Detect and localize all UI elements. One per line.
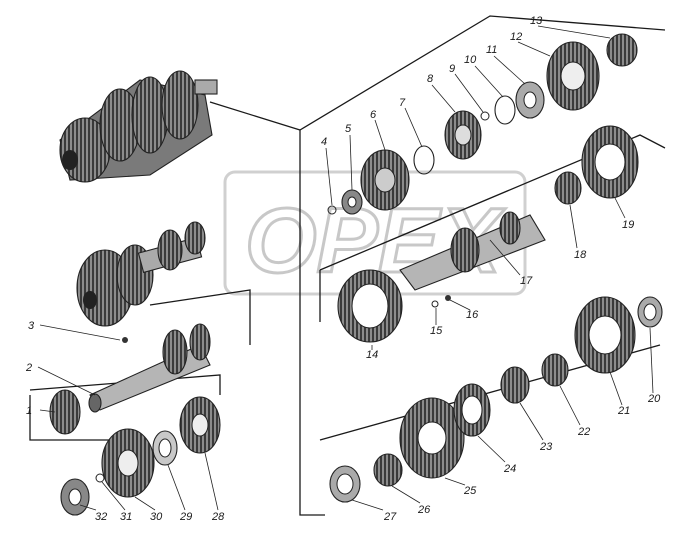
lower-right-parts — [329, 296, 663, 503]
callout-5: 5 — [345, 123, 352, 135]
callout-3: 3 — [28, 320, 35, 332]
callout-10: 10 — [464, 54, 477, 66]
callout-22: 22 — [577, 426, 590, 438]
callout-16: 16 — [466, 309, 479, 321]
callout-32: 32 — [95, 511, 107, 523]
callout-31: 31 — [120, 511, 132, 523]
callout-7: 7 — [399, 97, 406, 109]
callout-15: 15 — [430, 325, 443, 337]
callout-6: 6 — [370, 109, 377, 121]
bottom-left-gears — [49, 389, 221, 516]
middle-right-parts — [337, 125, 639, 343]
callout-27: 27 — [383, 511, 397, 523]
frame-lines — [29, 15, 666, 516]
callout-14: 14 — [366, 349, 378, 361]
callout-17: 17 — [520, 275, 533, 287]
callout-18: 18 — [574, 249, 587, 261]
callout-21: 21 — [617, 405, 630, 417]
upper-right-parts — [327, 33, 638, 215]
callout-28: 28 — [211, 511, 225, 523]
callout-1: 1 — [26, 405, 32, 417]
assembled-gearbox — [59, 70, 218, 183]
callout-8: 8 — [427, 73, 434, 85]
countershaft-assembly — [76, 221, 206, 327]
callout-labels: 1 2 3 4 5 6 7 8 9 10 11 12 13 14 15 16 1… — [25, 15, 661, 523]
callout-29: 29 — [179, 511, 192, 523]
callout-23: 23 — [539, 441, 553, 453]
callout-12: 12 — [510, 31, 522, 43]
callout-26: 26 — [417, 504, 431, 516]
callout-11: 11 — [486, 44, 497, 56]
callout-24: 24 — [503, 463, 516, 475]
callout-19: 19 — [622, 219, 634, 231]
callout-4: 4 — [321, 136, 327, 148]
callout-30: 30 — [150, 511, 163, 523]
callout-2: 2 — [25, 362, 32, 374]
leader-lines — [37, 25, 654, 511]
callout-25: 25 — [463, 485, 477, 497]
callout-9: 9 — [449, 63, 455, 75]
callout-13: 13 — [530, 15, 543, 27]
callout-20: 20 — [647, 393, 661, 405]
main-shaft — [88, 323, 211, 413]
